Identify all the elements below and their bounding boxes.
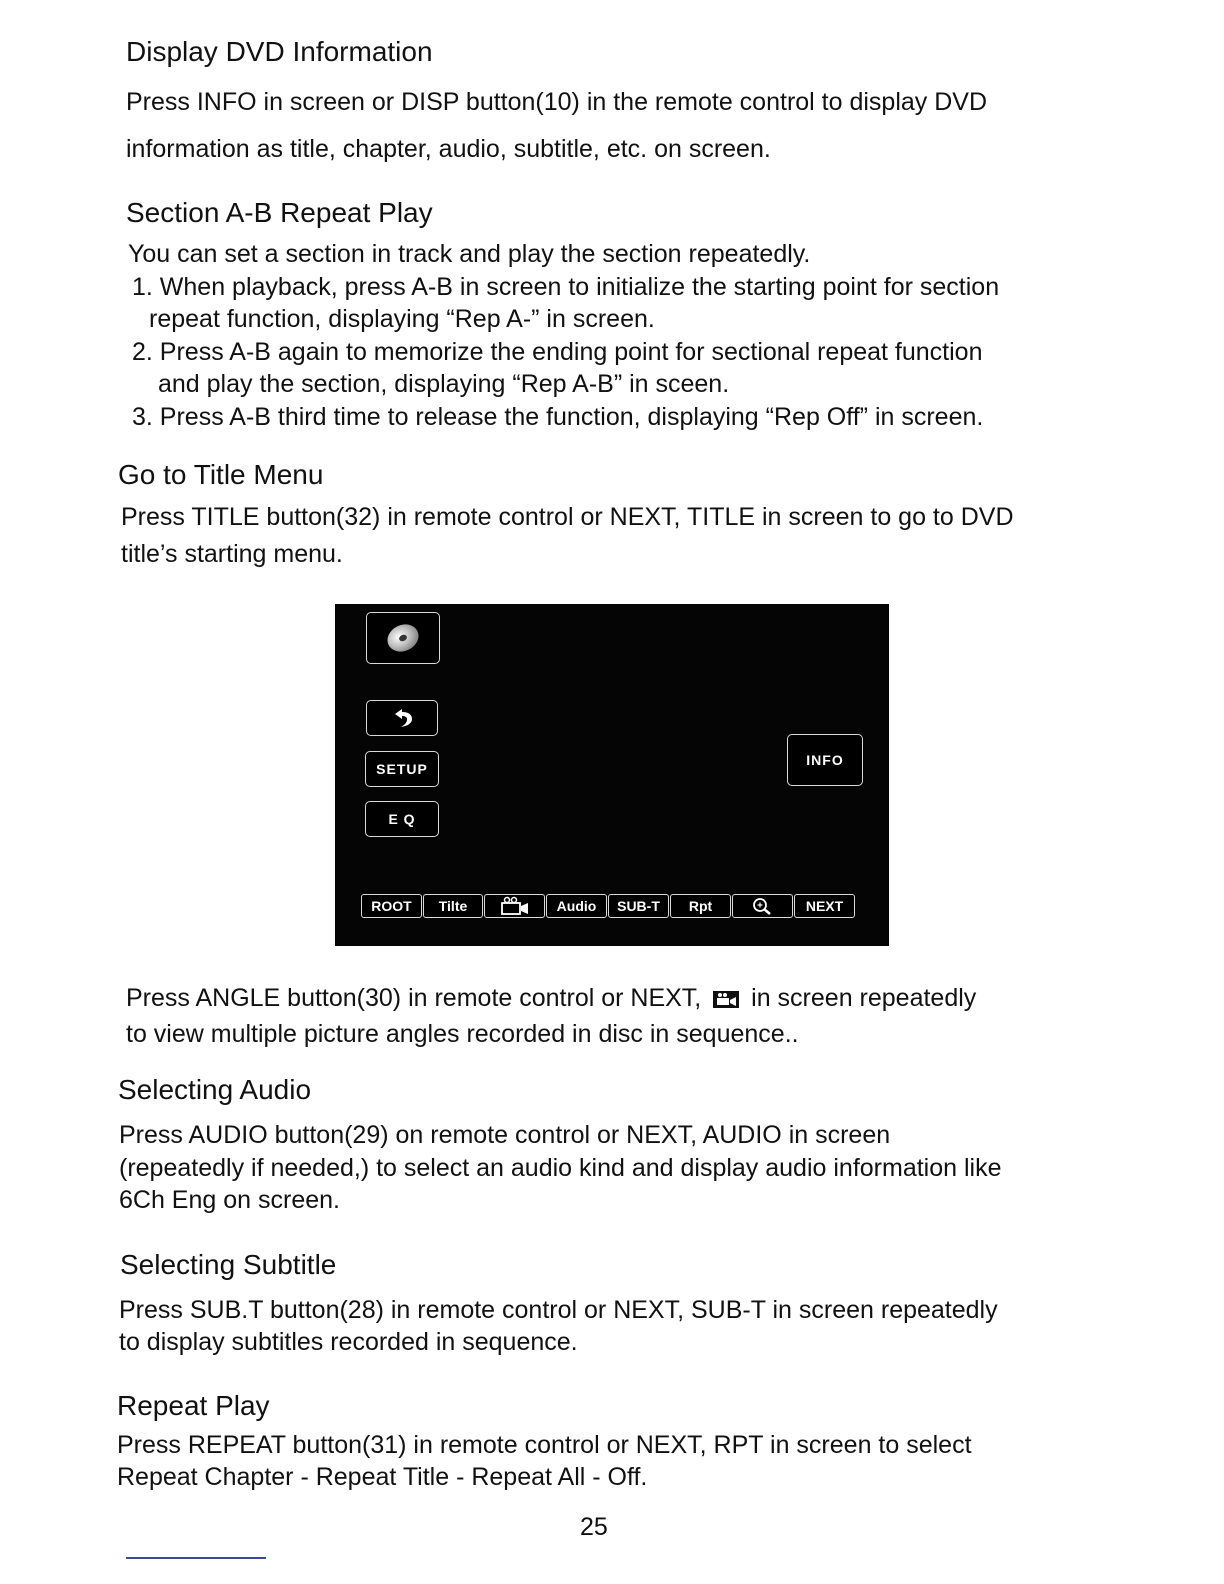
repeat-line-2: Repeat Chapter - Repeat Title - Repeat A…: [117, 1463, 648, 1491]
back-arrow-icon: [395, 709, 412, 727]
ab-repeat-item-1-line-2: repeat function, displaying “Rep A-” in …: [149, 305, 655, 333]
disc-button[interactable]: [366, 612, 440, 664]
audio-button[interactable]: Audio: [546, 894, 607, 918]
heading-repeat-play: Repeat Play: [117, 1390, 270, 1421]
disc-icon: [387, 624, 419, 652]
repeat-line-1: Press REPEAT button(31) in remote contro…: [117, 1431, 972, 1459]
setup-button[interactable]: SETUP: [365, 751, 439, 787]
display-info-line-2: information as title, chapter, audio, su…: [126, 135, 771, 163]
title-menu-line-1: Press TITLE button(32) in remote control…: [121, 503, 1014, 531]
subtitle-line-2: to display subtitles recorded in sequenc…: [119, 1328, 578, 1356]
audio-line-1: Press AUDIO button(29) on remote control…: [119, 1121, 891, 1149]
ab-repeat-item-3: 3. Press A-B third time to release the f…: [132, 403, 984, 431]
camera-icon: [500, 896, 528, 915]
title-button[interactable]: Tilte: [423, 894, 483, 918]
footer-rule: [126, 1557, 266, 1559]
angle-line-1-before: Press ANGLE button(30) in remote control…: [126, 984, 702, 1012]
angle-line-2: to view multiple picture angles recorded…: [126, 1020, 799, 1048]
angle-button[interactable]: [484, 894, 545, 918]
audio-line-3: 6Ch Eng on screen.: [119, 1186, 340, 1214]
heading-selecting-audio: Selecting Audio: [118, 1074, 312, 1105]
heading-title-menu: Go to Title Menu: [118, 459, 324, 490]
info-button[interactable]: INFO: [787, 734, 863, 786]
ab-repeat-intro: You can set a section in track and play …: [128, 240, 811, 268]
repeat-button[interactable]: Rpt: [670, 894, 731, 918]
title-menu-line-2: title’s starting menu.: [121, 540, 343, 568]
display-info-line-1: Press INFO in screen or DISP button(10) …: [126, 88, 988, 116]
heading-ab-repeat: Section A-B Repeat Play: [126, 197, 433, 228]
subtitle-button[interactable]: SUB-T: [608, 894, 669, 918]
angle-line-1-after: in screen repeatedly: [751, 984, 977, 1012]
zoom-button[interactable]: [732, 894, 793, 918]
zoom-icon: [752, 898, 771, 915]
heading-selecting-subtitle: Selecting Subtitle: [120, 1249, 337, 1280]
bottom-control-bar: ROOT Tilte Audio SUB-T Rpt NEXT: [361, 894, 855, 918]
eq-button[interactable]: E Q: [365, 801, 439, 837]
root-button[interactable]: ROOT: [361, 894, 422, 918]
heading-display-dvd-information: Display DVD Information: [126, 36, 433, 67]
ab-repeat-item-1-line-1: 1. When playback, press A-B in screen to…: [132, 273, 1000, 301]
page-number: 25: [580, 1513, 608, 1541]
ab-repeat-item-2-line-2: and play the section, displaying “Rep A-…: [158, 370, 730, 398]
next-button[interactable]: NEXT: [794, 894, 855, 918]
subtitle-line-1: Press SUB.T button(28) in remote control…: [119, 1296, 998, 1324]
audio-line-2: (repeatedly if needed,) to select an aud…: [119, 1154, 1002, 1182]
ab-repeat-item-2-line-1: 2. Press A-B again to memorize the endin…: [132, 338, 983, 366]
angle-line-1: Press ANGLE button(30) in remote control…: [126, 984, 976, 1013]
camera-icon: [713, 991, 740, 1008]
dvd-player-screen: SETUP E Q INFO ROOT Tilte Audio SUB-T Rp…: [335, 604, 889, 946]
back-button[interactable]: [366, 700, 438, 736]
